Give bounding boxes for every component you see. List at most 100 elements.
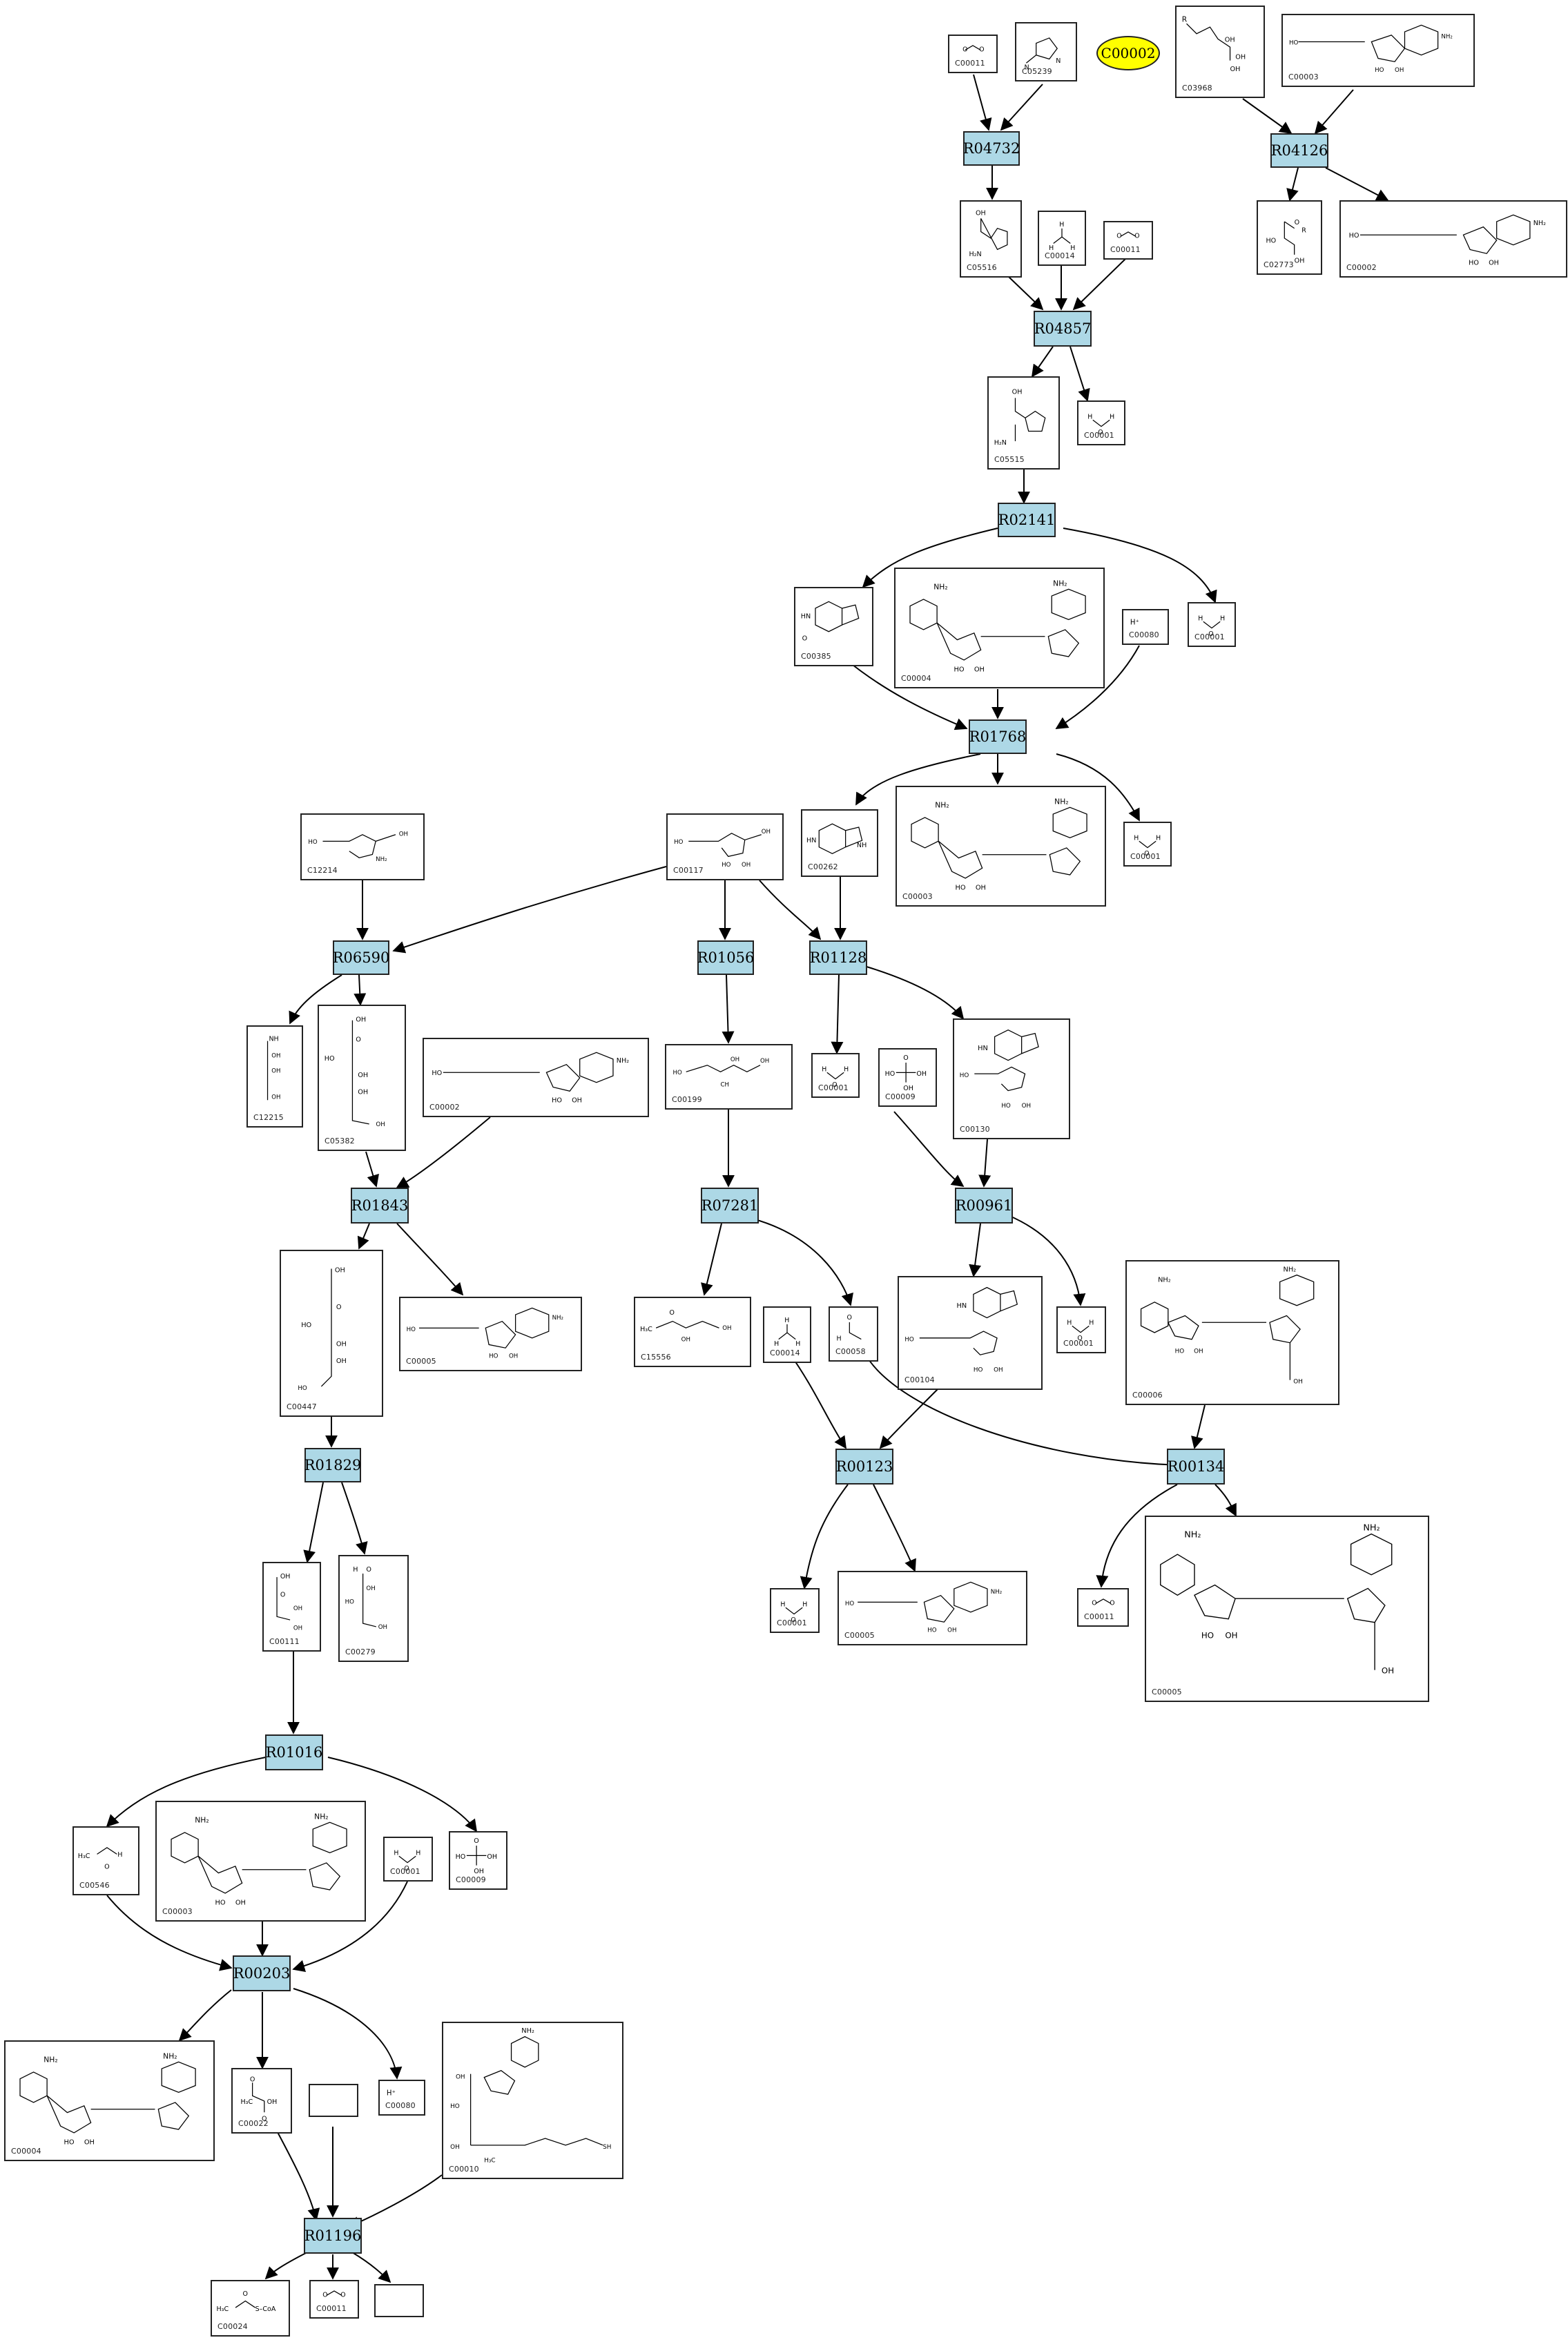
svg-text:OH: OH [474, 1868, 484, 1875]
reaction-R01843[interactable]: R01843 [351, 1188, 409, 1224]
compound-node[interactable]: H⁺ C00080 [1122, 609, 1169, 645]
reaction-R01768[interactable]: R01768 [969, 719, 1027, 754]
svg-text:OH: OH [356, 1016, 366, 1024]
edge [351, 2252, 391, 2283]
reaction-R07281[interactable]: R07281 [701, 1188, 759, 1224]
svg-text:OH: OH [681, 1336, 690, 1343]
svg-text:HO: HO [960, 1072, 969, 1079]
edge [701, 1223, 722, 1296]
reaction-R00203[interactable]: R00203 [233, 1955, 291, 1991]
svg-text:NH₂: NH₂ [1054, 797, 1068, 806]
reaction-R01056[interactable]: R01056 [697, 940, 754, 975]
svg-text:H₃C: H₃C [217, 2305, 229, 2313]
edge [1072, 258, 1126, 311]
edge [392, 866, 667, 954]
svg-text:O: O [336, 1304, 342, 1311]
reaction-R00961[interactable]: R00961 [955, 1188, 1013, 1224]
reaction-R01829[interactable]: R01829 [304, 1448, 361, 1482]
reaction-R04732[interactable]: R04732 [963, 131, 1020, 166]
reaction-R04126[interactable]: R04126 [1270, 133, 1328, 168]
reaction-R02141[interactable]: R02141 [998, 503, 1056, 537]
svg-text:H: H [1049, 244, 1054, 252]
reaction-R01128[interactable]: R01128 [809, 940, 867, 975]
svg-text:O: O [1208, 630, 1213, 638]
svg-text:OH: OH [916, 1070, 927, 1078]
reaction-R00134[interactable]: R00134 [1167, 1449, 1225, 1485]
svg-text:NH₂: NH₂ [1284, 1266, 1297, 1274]
svg-text:HO: HO [845, 1601, 855, 1607]
svg-text:H⁺: H⁺ [387, 2089, 396, 2097]
edge [855, 753, 981, 806]
reaction-R01196[interactable]: R01196 [304, 2218, 362, 2254]
svg-text:R: R [1182, 14, 1188, 23]
svg-text:HN: HN [978, 1045, 988, 1052]
reaction-R06590[interactable]: R06590 [333, 940, 389, 975]
svg-text:OH: OH [742, 862, 751, 869]
edge [303, 1482, 324, 1563]
svg-text:H₃C: H₃C [78, 1853, 90, 1860]
edge [293, 1988, 403, 2080]
reaction-R01016[interactable]: R01016 [265, 1734, 323, 1770]
reaction-R00123[interactable]: R00123 [835, 1449, 893, 1485]
reaction-R04857[interactable]: R04857 [1034, 311, 1092, 347]
svg-text:OH: OH [760, 1058, 769, 1065]
compound-node[interactable]: H⁺ C00080 [378, 2080, 425, 2116]
highlight-node[interactable]: C00002 [1096, 36, 1160, 70]
